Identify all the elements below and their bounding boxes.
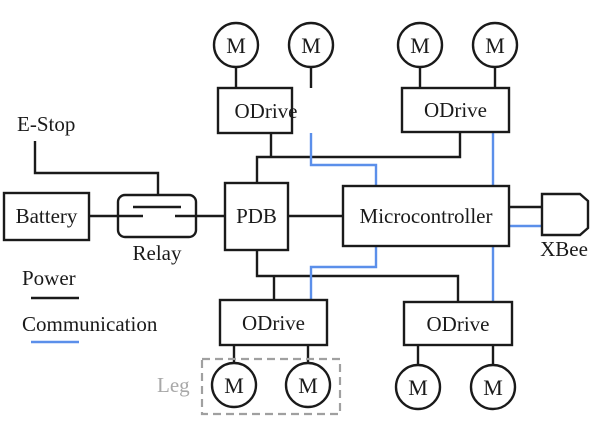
motor: M [471,21,519,69]
leg-group-outline [200,357,342,416]
battery-block: Battery [2,191,91,242]
pdb-bottom-bus [255,250,460,302]
estop-line [33,141,160,202]
leg-group: Leg [157,357,342,416]
motor: M [394,363,442,411]
motor-label: M [298,373,318,398]
odrive-label: ODrive [427,312,490,336]
pdb-block: PDB [223,181,290,252]
odrive-top-left: ODrive [216,86,298,135]
legend: Power Communication [22,266,158,344]
legend-power-label: Power [22,266,76,290]
xbee-shape [540,192,590,237]
motor: M [210,361,258,409]
microcontroller-block: Microcontroller [341,184,511,248]
relay-label: Relay [133,241,182,265]
motor: M [284,361,332,409]
motor-label: M [301,33,321,58]
motor: M [287,21,335,69]
xbee-block: XBee [540,192,590,261]
motor-label: M [483,375,503,400]
motor: M [212,21,260,69]
pdb-top-bus [255,132,462,183]
odrive-label: ODrive [235,99,298,123]
motors: M M M M M M M M [210,21,519,411]
relay-block: Relay [116,193,198,265]
odrive-label: ODrive [424,98,487,122]
leg-label: Leg [157,373,190,397]
odrive-label: ODrive [242,311,305,335]
microcontroller-label: Microcontroller [360,204,493,228]
motor-label: M [224,373,244,398]
motor: M [396,21,444,69]
legend-communication-label: Communication [22,312,158,336]
motor-label: M [408,375,428,400]
pdb-label: PDB [236,204,277,228]
motor-label: M [226,33,246,58]
odrive-top-right: ODrive [400,86,511,134]
odrive-bottom-right: ODrive [402,300,514,347]
odrive-bottom-left: ODrive [218,298,329,347]
motor: M [469,363,517,411]
battery-label: Battery [16,204,78,228]
comm-top-left-odrive [309,133,378,186]
estop-label: E-Stop [17,112,75,136]
motor-label: M [410,33,430,58]
motor-label: M [485,33,505,58]
communication-lines [309,132,542,302]
comm-bottom-left-odrive [309,246,378,300]
xbee-label: XBee [540,237,588,261]
